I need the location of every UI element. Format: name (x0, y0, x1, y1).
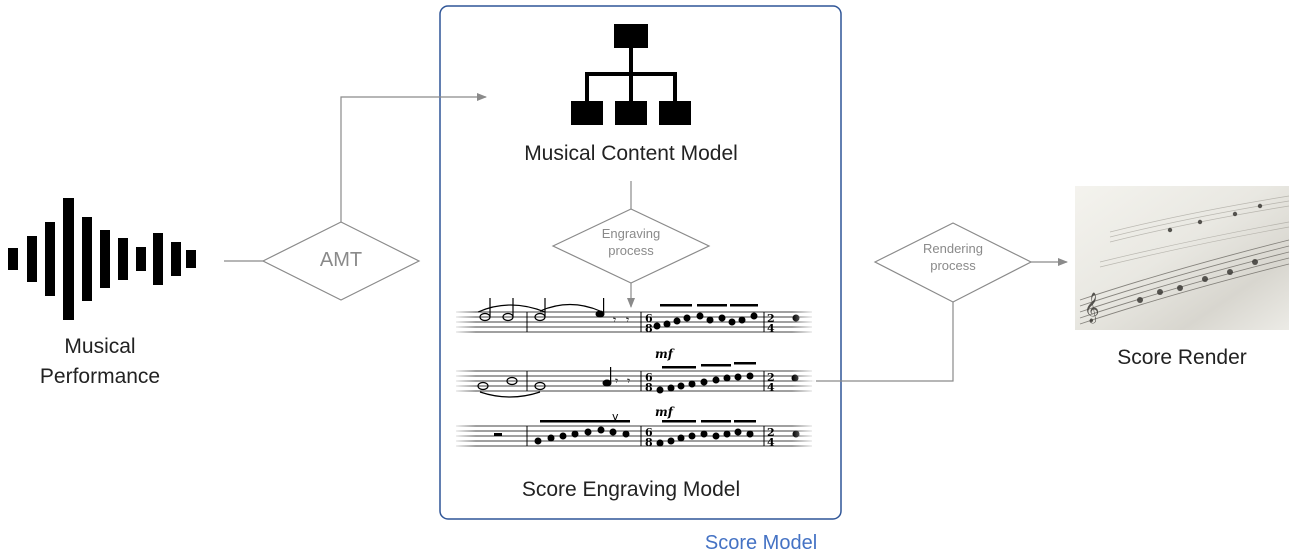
svg-text:2: 2 (767, 371, 775, 384)
svg-text:4: 4 (767, 322, 775, 335)
svg-text:𝄾: 𝄾 (626, 313, 629, 327)
svg-text:2: 2 (767, 426, 775, 439)
sheet-music-excerpt: 68 24 68 24 68 24 𝄾 𝄾 mf (452, 296, 816, 456)
sheet-music-photo: 𝄞 (1075, 186, 1290, 330)
svg-text:6: 6 (645, 426, 653, 439)
hierarchy-tree-icon (571, 24, 691, 125)
svg-text:𝄾: 𝄾 (627, 374, 630, 388)
svg-text:8: 8 (645, 381, 653, 394)
performance-label-line1: Musical (64, 335, 136, 358)
svg-text:mf: mf (655, 347, 675, 361)
rendering-process-label-line1: Rendering (923, 241, 983, 256)
connector-score-to-rendering (811, 302, 954, 382)
svg-text:mf: mf (655, 405, 675, 419)
svg-text:4: 4 (767, 436, 775, 449)
waveform-icon (8, 198, 196, 320)
engraving-process-label-line1: Engraving (601, 226, 661, 241)
svg-text:4: 4 (767, 381, 775, 394)
score-model-group-box (439, 5, 842, 520)
arrow-amt-to-content-model (340, 93, 487, 222)
rendering-process-diamond (873, 222, 1033, 303)
connector-lines (224, 93, 1068, 382)
engraving-process-label-line2: process (608, 243, 654, 258)
rendering-process-label-line2: process (930, 258, 976, 273)
svg-text:8: 8 (645, 436, 653, 449)
content-model-label: Musical Content Model (524, 142, 738, 165)
engraving-process-diamond (551, 208, 711, 284)
performance-label-line2: Performance (39, 365, 161, 388)
engraving-model-label: Score Engraving Model (521, 478, 741, 501)
rendering-process-label: Rendering process (913, 240, 993, 274)
svg-text:v: v (612, 410, 619, 423)
performance-label: Musical Performance (2, 332, 198, 392)
score-render-label: Score Render (1117, 346, 1247, 369)
svg-text:8: 8 (645, 322, 653, 335)
svg-text:6: 6 (645, 312, 653, 325)
svg-text:𝄾: 𝄾 (613, 313, 616, 327)
svg-text:𝄞: 𝄞 (1084, 292, 1099, 324)
svg-text:6: 6 (645, 371, 653, 384)
score-model-group-label: Score Model (704, 532, 818, 554)
amt-diamond (261, 221, 421, 301)
svg-text:𝄾: 𝄾 (615, 374, 618, 388)
amt-label: AMT (319, 249, 363, 271)
svg-text:2: 2 (767, 312, 775, 325)
engraving-process-label: Engraving process (591, 225, 671, 259)
